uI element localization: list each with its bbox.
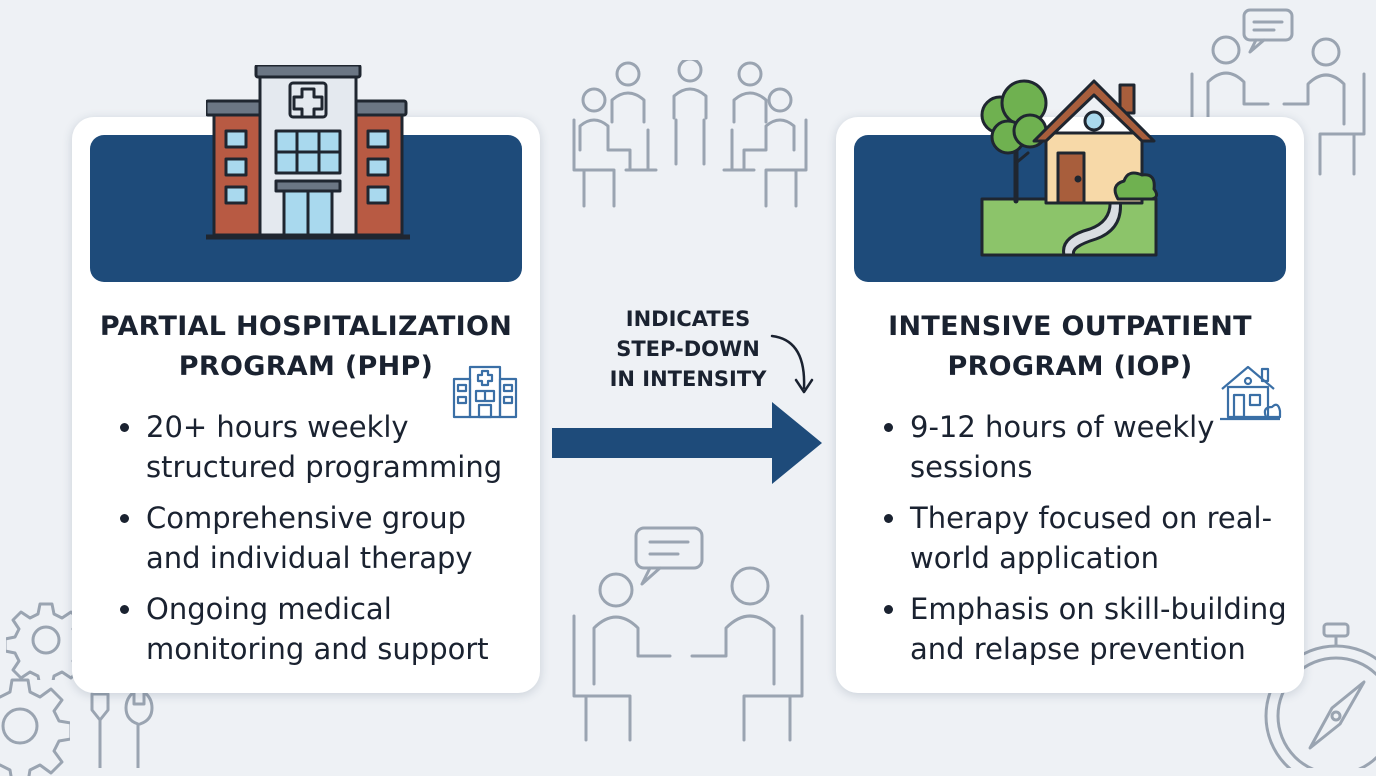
list-item-text: Comprehensive group (146, 501, 466, 535)
gear-icon (0, 676, 70, 776)
iop-card: INTENSIVE OUTPATIENT PROGRAM (IOP) 9-12 … (836, 79, 1304, 693)
wrench-icon (88, 690, 168, 768)
list-item: Emphasis on skill-building and relapse p… (880, 589, 1300, 669)
group-therapy-icon (572, 60, 808, 210)
list-item: Therapy focused on real- world applicati… (880, 498, 1300, 578)
iop-title-line: PROGRAM (IOP) (947, 351, 1193, 382)
php-title: PARTIAL HOSPITALIZATION PROGRAM (PHP) (72, 307, 540, 387)
step-down-label-line: IN INTENSITY (609, 367, 767, 391)
hospital-icon (452, 363, 518, 419)
list-item-text: and individual therapy (146, 541, 473, 575)
list-item-text: 9-12 hours of weekly (910, 410, 1215, 444)
list-item: Comprehensive group and individual thera… (116, 498, 536, 578)
list-item-text: monitoring and support (146, 632, 489, 666)
counseling-session-icon (566, 524, 812, 744)
php-card: PARTIAL HOSPITALIZATION PROGRAM (PHP) 20… (72, 65, 540, 693)
php-title-line: PROGRAM (PHP) (178, 351, 434, 382)
house-icon (978, 71, 1162, 257)
house-icon (1218, 363, 1282, 421)
hospital-icon (206, 65, 410, 243)
step-down-arrow (552, 402, 824, 484)
curved-pointer-arrow-icon (768, 330, 818, 402)
list-item-text: world application (910, 541, 1160, 575)
iop-feature-list: 9-12 hours of weekly sessions Therapy fo… (880, 407, 1300, 680)
step-down-label-line: INDICATES (625, 307, 751, 331)
list-item: 20+ hours weekly structured programming (116, 407, 536, 487)
php-title-line: PARTIAL HOSPITALIZATION (99, 311, 513, 342)
step-down-label-line: STEP-DOWN (616, 337, 760, 361)
list-item-text: sessions (910, 450, 1033, 484)
list-item: 9-12 hours of weekly sessions (880, 407, 1300, 487)
list-item-text: 20+ hours weekly (146, 410, 409, 444)
list-item-text: and relapse prevention (910, 632, 1246, 666)
php-feature-list: 20+ hours weekly structured programming … (116, 407, 536, 680)
compass-icon (1240, 620, 1376, 768)
list-item-text: Ongoing medical (146, 592, 392, 626)
list-item-text: structured programming (146, 450, 503, 484)
iop-title: INTENSIVE OUTPATIENT PROGRAM (IOP) (836, 307, 1304, 387)
list-item-text: Therapy focused on real- (910, 501, 1273, 535)
step-down-label: INDICATES STEP-DOWN IN INTENSITY (588, 304, 788, 394)
list-item: Ongoing medical monitoring and support (116, 589, 536, 669)
list-item-text: Emphasis on skill-building (910, 592, 1287, 626)
iop-title-line: INTENSIVE OUTPATIENT (888, 311, 1252, 342)
